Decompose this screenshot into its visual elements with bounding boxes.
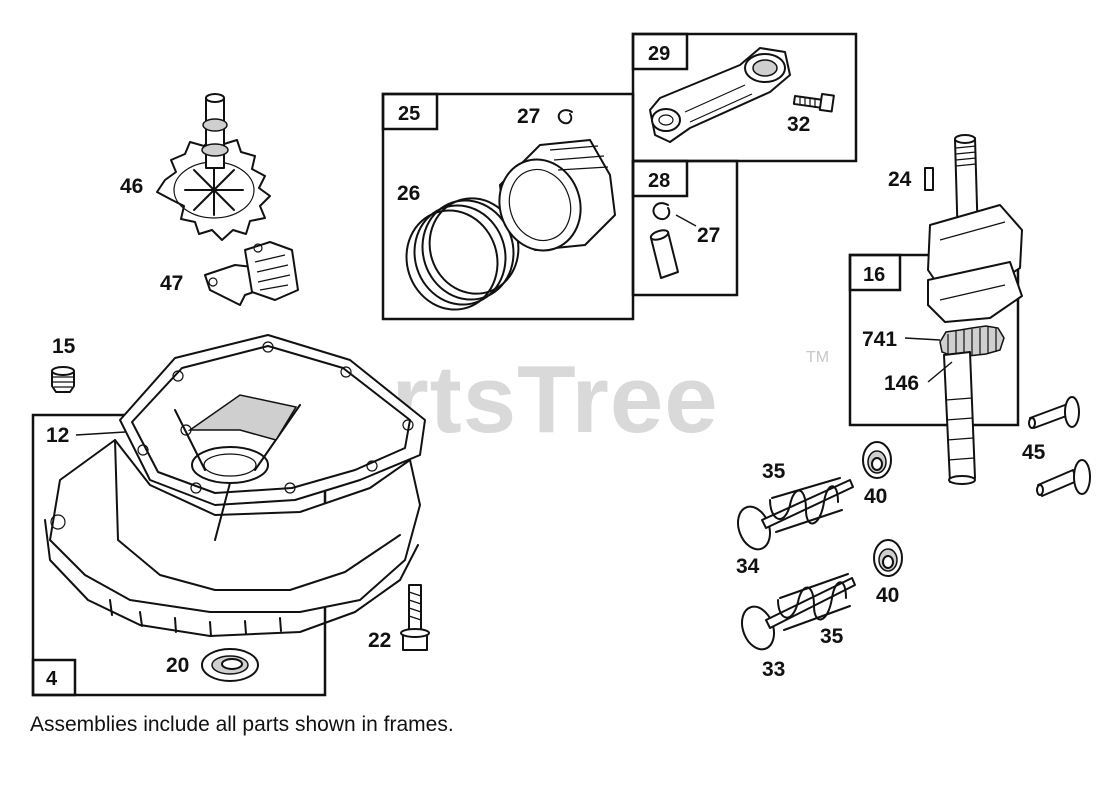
tappet-part-45-lower[interactable] (1036, 459, 1091, 497)
retainer-part-40-lower[interactable] (873, 539, 903, 577)
piston-pin-part[interactable] (649, 228, 679, 279)
frame-28-piston-pin-assembly[interactable]: 28 (631, 159, 739, 297)
callout-40-lower: 40 (876, 584, 899, 607)
crankshaft-key-part-24[interactable] (924, 167, 934, 191)
callout-27-top: 27 (517, 105, 540, 128)
piston-part[interactable] (488, 139, 616, 261)
callout-47: 47 (160, 272, 183, 295)
callout-24: 24 (888, 168, 912, 191)
callout-33: 33 (762, 658, 785, 681)
watermark-trademark: TM (806, 349, 829, 366)
callout-15: 15 (52, 335, 76, 358)
piston-pin-clip-part-27-top[interactable] (557, 109, 573, 125)
bolt-part-22[interactable] (400, 584, 430, 651)
assembly-note: Assemblies include all parts shown in fr… (30, 713, 454, 736)
callout-146: 146 (884, 372, 919, 395)
callout-22: 22 (368, 629, 391, 652)
oil-seal-part-20[interactable] (201, 648, 259, 682)
frame-4-number-box (31, 658, 77, 697)
frame-25-number-box (381, 92, 439, 131)
frame-29-number-box (631, 32, 689, 71)
sump-cover-part[interactable] (44, 334, 426, 637)
frame-29-label: 29 (648, 43, 670, 65)
frame-28-label: 28 (648, 170, 670, 192)
callout-741: 741 (862, 328, 897, 351)
callout-40-upper: 40 (864, 485, 887, 508)
valve-spring-part-35-upper[interactable] (769, 477, 843, 533)
piston-pin-clip-part-27-frame[interactable] (652, 202, 671, 220)
callout-20: 20 (166, 654, 189, 677)
bracket-part-47[interactable] (204, 241, 299, 306)
plug-part-15[interactable] (51, 366, 75, 393)
retainer-part-40-upper[interactable] (862, 441, 892, 479)
camshaft-gear-part-46[interactable] (156, 93, 271, 241)
connecting-rod-part[interactable] (649, 47, 791, 143)
callout-35-upper: 35 (762, 460, 786, 483)
rod-bolt-part-32[interactable] (792, 92, 835, 113)
frame-29-connecting-rod-assembly[interactable]: 29 (631, 32, 858, 163)
callout-45: 45 (1022, 441, 1046, 464)
frame-28-number-box (631, 159, 689, 198)
callout-27-frame: 27 (697, 224, 720, 247)
valve-spring-part-35-lower[interactable] (777, 573, 851, 631)
crankshaft-part[interactable] (927, 134, 1023, 485)
callout-12: 12 (46, 424, 69, 447)
callout-26: 26 (397, 182, 420, 205)
callout-35-lower: 35 (820, 625, 844, 648)
frame-4-label: 4 (46, 668, 58, 690)
frame-16-label: 16 (863, 264, 885, 286)
callout-46: 46 (120, 175, 143, 198)
frame-25-label: 25 (398, 103, 420, 125)
callout-32: 32 (787, 113, 810, 136)
tappet-part-45-upper[interactable] (1028, 396, 1080, 429)
frame-16-number-box (848, 253, 902, 292)
callout-34: 34 (736, 555, 760, 578)
